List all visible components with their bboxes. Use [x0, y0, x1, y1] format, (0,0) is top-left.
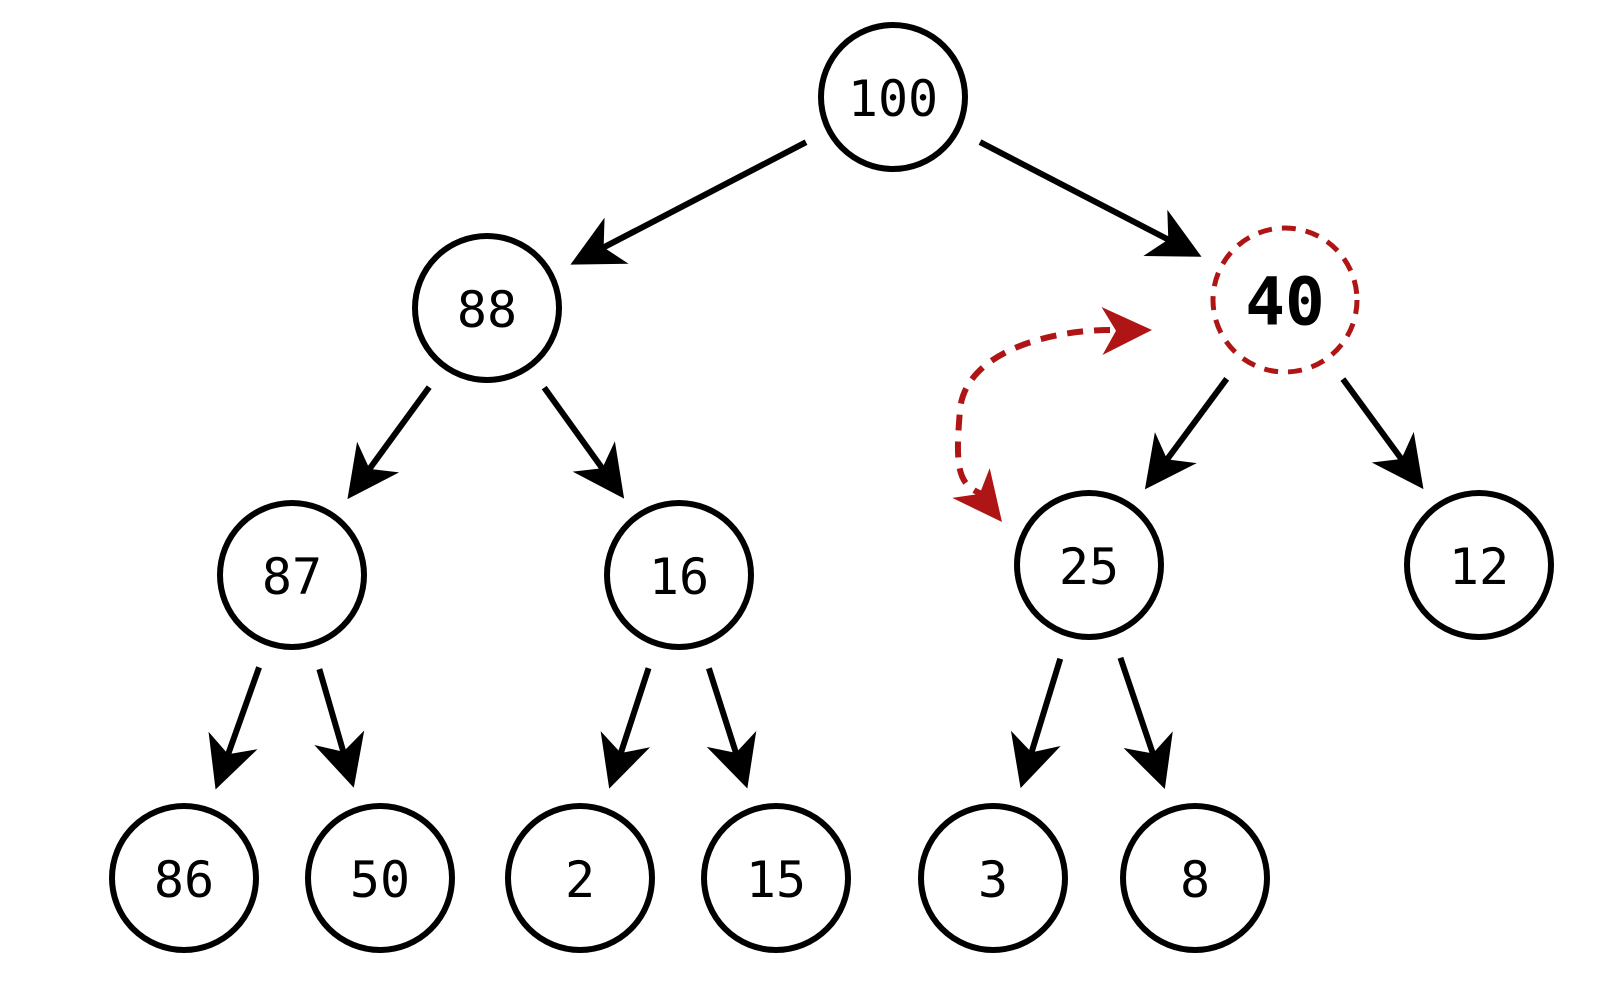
heap-node: 86 [109, 803, 259, 953]
swap-arrowhead-icon [952, 468, 1002, 522]
arrowhead-icon [1371, 431, 1424, 490]
edge-line [706, 667, 742, 761]
edges [208, 139, 1424, 790]
swap-curve [954, 327, 1111, 497]
node-label: 40 [1245, 264, 1324, 341]
edge-arrow [1010, 657, 1064, 789]
edge-line [1026, 657, 1064, 761]
arrowhead-icon [1143, 209, 1202, 257]
node-label: 86 [154, 851, 214, 909]
heap-node: 87 [217, 500, 367, 650]
edge-line [978, 139, 1177, 246]
heap-node: 2 [505, 803, 655, 953]
edge-arrow [1144, 377, 1230, 490]
node-circle [1120, 803, 1270, 953]
edge-line [316, 668, 349, 760]
node-label: 50 [350, 851, 410, 909]
arrowhead-icon [1123, 731, 1173, 789]
edge-line [595, 139, 808, 254]
node-circle [109, 803, 259, 953]
arrowhead-icon [600, 731, 651, 789]
edge-arrow [208, 666, 262, 790]
node-label: 100 [848, 70, 938, 128]
node-label: 8 [1180, 851, 1210, 909]
heap-node: 50 [305, 803, 455, 953]
node-circle [305, 803, 455, 953]
arrowhead-icon [1010, 730, 1061, 789]
node-label: 88 [457, 281, 517, 339]
arrowhead-icon [570, 217, 629, 265]
node-label: 12 [1449, 538, 1509, 596]
edge-line [362, 385, 432, 477]
heap-node: 8 [1120, 803, 1270, 953]
node-label: 2 [565, 851, 595, 909]
node-circle [604, 500, 754, 650]
edge-arrow [600, 667, 652, 789]
heap-node: 12 [1404, 490, 1554, 640]
edge-arrow [541, 385, 625, 499]
heap-node: 3 [918, 803, 1068, 953]
node-circle [217, 500, 367, 650]
node-label: 16 [649, 548, 709, 606]
node-label: 3 [978, 851, 1008, 909]
edge-arrow [1340, 377, 1424, 490]
arrowhead-icon [1144, 432, 1197, 490]
edge-arrow [347, 385, 432, 500]
edge-arrow [978, 139, 1202, 257]
heap-node: 16 [604, 500, 754, 650]
node-circle [412, 233, 562, 383]
arrowhead-icon [572, 441, 625, 499]
node-label: 25 [1059, 538, 1119, 596]
node-label: 15 [746, 851, 806, 909]
node-label: 87 [262, 548, 322, 606]
node-circle [918, 803, 1068, 953]
edge-arrow [314, 668, 365, 788]
edge-arrow [1117, 656, 1173, 789]
node-circle [1404, 490, 1554, 640]
node-circle [1210, 225, 1360, 375]
node-circle [1014, 490, 1164, 640]
arrowhead-icon [208, 731, 258, 790]
edge-line [1117, 656, 1159, 762]
heap-node-highlighted: 40 [1210, 225, 1360, 375]
edge-arrow [570, 139, 808, 265]
arrowhead-icon [314, 730, 365, 788]
heap-node: 88 [412, 233, 562, 383]
arrowhead-icon [347, 441, 400, 500]
arrowhead-icon [706, 731, 757, 789]
edge-line [541, 385, 610, 477]
heap-node: 15 [701, 803, 851, 953]
swap-arrowhead-icon [1101, 307, 1152, 355]
heap-node: 25 [1014, 490, 1164, 640]
edge-line [222, 666, 262, 763]
edge-line [1160, 377, 1230, 468]
heap-node: 100 [818, 22, 968, 172]
edge-line [1340, 377, 1409, 467]
nodes: 100 88 40 87 16 25 12 86 50 2 15 3 8 [109, 22, 1554, 953]
node-circle [818, 22, 968, 172]
edge-arrow [706, 667, 757, 789]
swap-indicator [952, 307, 1152, 522]
node-circle [701, 803, 851, 953]
edge-line [615, 667, 652, 762]
node-circle [505, 803, 655, 953]
